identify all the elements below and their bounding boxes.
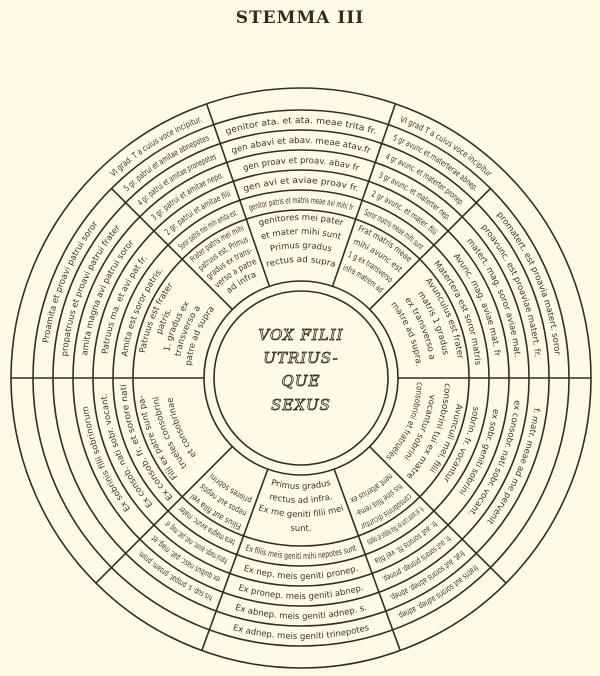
- top-band-1-label: genitor patris et matris meae avi mihi f…: [248, 196, 355, 214]
- center-line-2: UTRIUS-: [263, 349, 338, 367]
- top-band-1-label-text: genitor patris et matris meae avi mihi f…: [248, 196, 355, 214]
- sector-divider-line: [369, 446, 507, 584]
- sector-divider-line: [331, 103, 397, 287]
- ring-circle: [213, 290, 389, 466]
- top-inner-label-text: rectus ad supra: [265, 255, 337, 270]
- top-inner-label-text: Primus gradus: [269, 241, 333, 255]
- bottom-inner-label: sunt.: [290, 524, 312, 534]
- top-band-3-label-text: gen proav et proav. abav fr: [242, 156, 361, 174]
- top-band-5-label-text: genitor ata. et ata. meae trita fr.: [224, 116, 377, 137]
- top-inner-label-text: genitores mei pater: [258, 213, 345, 229]
- top-inner-label: et mater mihi sunt: [260, 227, 343, 243]
- top-inner-label: Primus gradus: [269, 241, 333, 255]
- sector-divider-line: [205, 103, 271, 287]
- right-lower-inner-label-text: consobrini et fratrueles: [383, 382, 424, 462]
- right-lower-inner-label: consobrini et fratrueles: [383, 382, 424, 462]
- bottom-inner-label-text: rectus ad infra.: [268, 492, 334, 506]
- diagram-title: STEMMA III: [235, 8, 365, 28]
- top-inner-label-text: et mater mihi sunt: [260, 227, 343, 243]
- sector-divider-line: [110, 187, 233, 310]
- sector-divider-line: [201, 468, 269, 651]
- center-line-4: SEXUS: [271, 396, 331, 414]
- sector-dividers: [11, 103, 591, 651]
- top-inner-label: genitores mei pater: [258, 213, 345, 229]
- center-line-3: QUE: [282, 372, 321, 390]
- bottom-inner-label-text: Primus gradus: [270, 478, 332, 492]
- top-inner-label: rectus ad supra: [265, 255, 337, 270]
- top-band-5-label: genitor ata. et ata. meae trita fr.: [224, 116, 377, 137]
- bottom-inner-label: Primus gradus: [270, 478, 332, 492]
- top-band-2-label-text: gen avi et aviae proav fr.: [242, 176, 360, 194]
- center-motto: VOX FILII UTRIUS- QUE SEXUS: [258, 326, 343, 415]
- bottom-inner-label: rectus ad infra.: [268, 492, 334, 506]
- center-line-1: VOX FILII: [258, 326, 343, 344]
- bottom-inner-label-text: sunt.: [290, 524, 312, 534]
- top-band-4-label: gen abavi et abav. meae atav.fr: [230, 136, 372, 156]
- sector-divider-line: [333, 468, 401, 651]
- top-band-4-label-text: gen abavi et abav. meae atav.fr: [230, 136, 372, 156]
- top-band-3-label: gen proav et proav. abav fr: [242, 156, 361, 174]
- top-band-2-label: gen avi et aviae proav fr.: [242, 176, 360, 194]
- sector-divider-line: [95, 446, 233, 584]
- sector-divider-line: [369, 187, 492, 310]
